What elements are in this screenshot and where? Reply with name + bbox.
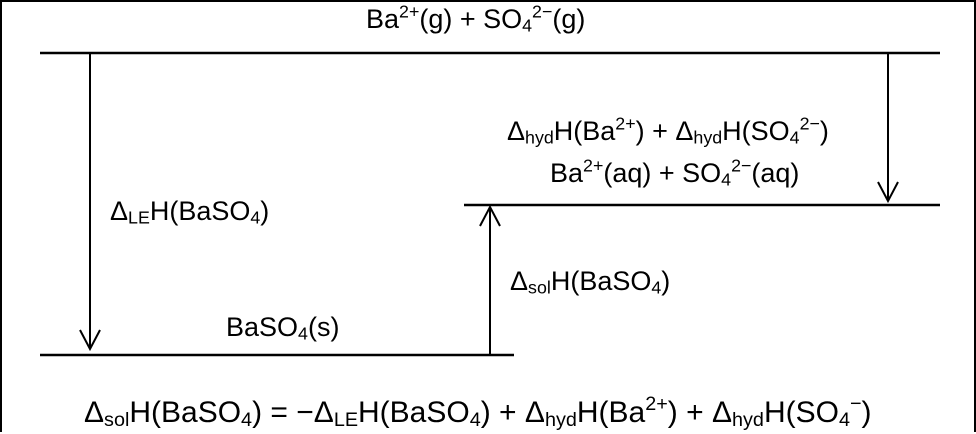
- label-gaseous-ions: Ba2+(g) + SO42−(g): [366, 1, 586, 36]
- label-solid: BaSO4(s): [226, 312, 340, 344]
- label-aqueous-ions: Ba2+(aq) + SO42−(aq): [550, 155, 800, 190]
- label-lattice-enthalpy: ΔLEH(BaSO4): [110, 196, 270, 228]
- arrow-solution-enthalpy: [479, 204, 501, 355]
- label-hydration-enthalpy: ΔhydH(Ba2+) + ΔhydH(SO42−): [507, 113, 829, 148]
- equation: ΔsolH(BaSO4) = −ΔLEH(BaSO4) + ΔhydH(Ba2+…: [84, 393, 872, 431]
- label-solution-enthalpy: ΔsolH(BaSO4): [510, 266, 671, 298]
- arrow-hydration-enthalpy: [877, 53, 899, 204]
- arrow-lattice-enthalpy: [79, 53, 101, 352]
